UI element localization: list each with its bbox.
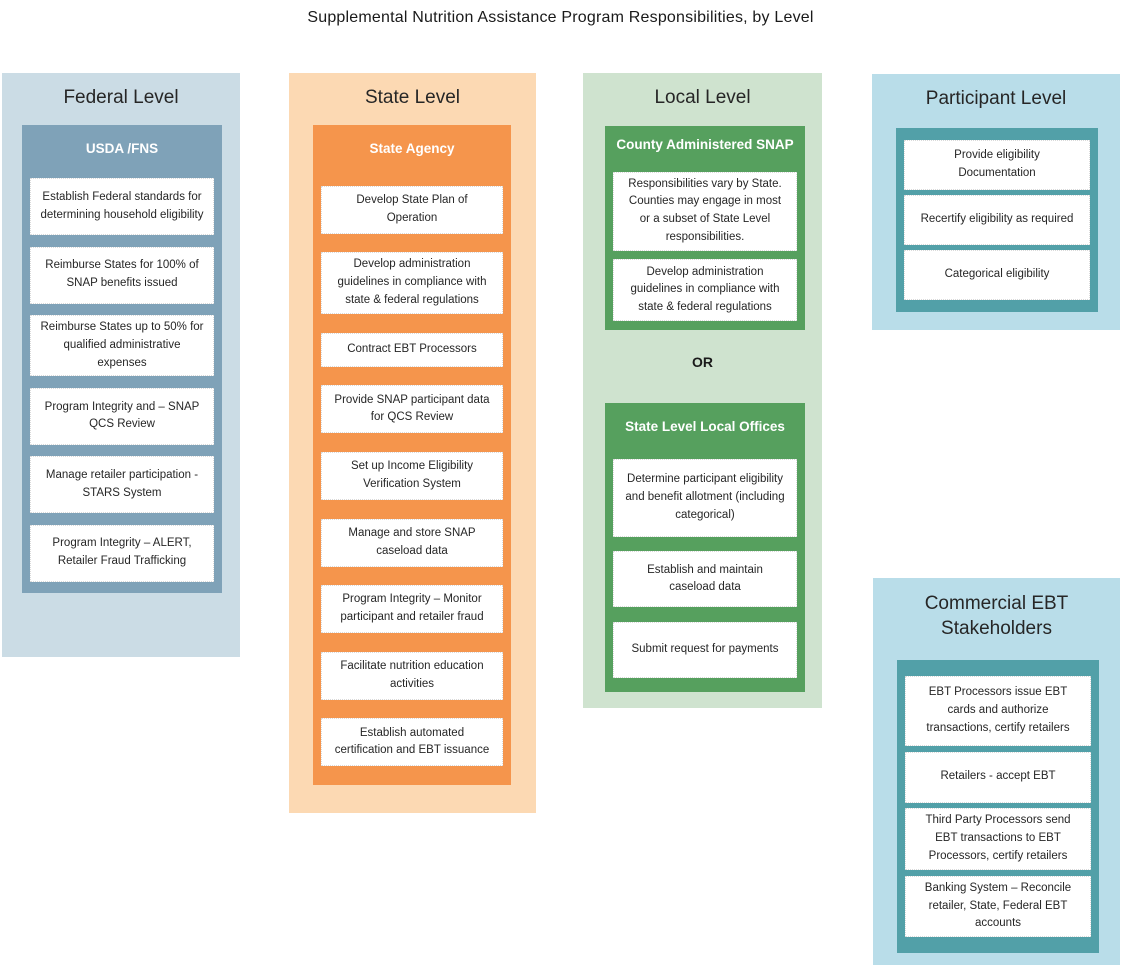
panel-local-level: Local Level County Administered SNAP Res… — [583, 73, 822, 708]
task-box: Establish and maintain caseload data — [613, 551, 797, 608]
task-box: Reimburse States for 100% of SNAP benefi… — [30, 246, 214, 304]
state-level-heading: State Level — [364, 87, 461, 108]
task-box: Facilitate nutrition education activitie… — [321, 651, 503, 700]
task-box: Reimburse States up to 50% for qualified… — [30, 315, 214, 377]
task-box: Establish Federal standards for determin… — [30, 178, 214, 236]
task-box: Program Integrity – Monitor participant … — [321, 585, 503, 634]
participant-level-heading: Participant Level — [925, 88, 1067, 109]
county-administered-snap-header: County Administered SNAP — [616, 137, 794, 152]
task-box: Provide eligibility Documentation — [904, 140, 1090, 190]
task-box: Contract EBT Processors — [321, 332, 503, 367]
federal-task-list: Establish Federal standards for determin… — [22, 167, 222, 593]
task-box: Establish automated certification and EB… — [321, 718, 503, 767]
task-box: Program Integrity – ALERT, Retailer Frau… — [30, 524, 214, 582]
group-usda-fns: USDA /FNS Establish Federal standards fo… — [22, 125, 222, 593]
task-box: Retailers - accept EBT — [905, 751, 1091, 803]
local-offices-task-list: Determine participant eligibility and be… — [605, 445, 805, 692]
commercial-task-list: EBT Processors issue EBT cards and autho… — [897, 660, 1099, 953]
diagram-title: Supplemental Nutrition Assistance Progra… — [307, 9, 814, 26]
task-box: Submit request for payments — [613, 621, 797, 678]
state-task-list: Develop State Plan of Operation Develop … — [313, 167, 511, 785]
task-box: EBT Processors issue EBT cards and autho… — [905, 675, 1091, 746]
group-county-administered-snap: County Administered SNAP Responsibilitie… — [605, 126, 805, 330]
task-box: Program Integrity and – SNAP QCS Review — [30, 387, 214, 445]
county-task-list: Responsibilities vary by State. Counties… — [605, 163, 805, 330]
task-box: Banking System – Reconcile retailer, Sta… — [905, 875, 1091, 938]
panel-commercial-ebt-stakeholders: Commercial EBT Stakeholders EBT Processo… — [873, 578, 1120, 965]
task-box: Recertify eligibility as required — [904, 195, 1090, 245]
panel-participant-level: Participant Level Provide eligibility Do… — [872, 74, 1120, 330]
task-box: Manage and store SNAP caseload data — [321, 518, 503, 567]
or-connector: OR — [692, 354, 713, 370]
task-box: Provide SNAP participant data for QCS Re… — [321, 385, 503, 434]
task-box: Develop administration guidelines in com… — [321, 252, 503, 315]
group-commercial-ebt: EBT Processors issue EBT cards and autho… — [897, 660, 1099, 953]
participant-task-list: Provide eligibility Documentation Recert… — [896, 128, 1098, 312]
task-box: Responsibilities vary by State. Counties… — [613, 171, 797, 251]
group-state-agency: State Agency Develop State Plan of Opera… — [313, 125, 511, 785]
task-box: Manage retailer participation - STARS Sy… — [30, 456, 214, 514]
task-box: Develop State Plan of Operation — [321, 185, 503, 234]
task-box: Categorical eligibility — [904, 250, 1090, 300]
state-agency-header: State Agency — [369, 141, 455, 156]
federal-level-heading: Federal Level — [63, 87, 179, 108]
panel-state-level: State Level State Agency Develop State P… — [289, 73, 536, 813]
group-state-level-local-offices: State Level Local Offices Determine part… — [605, 403, 805, 692]
task-box: Develop administration guidelines in com… — [613, 259, 797, 322]
state-level-local-offices-header: State Level Local Offices — [625, 419, 785, 434]
usda-fns-header: USDA /FNS — [85, 141, 159, 156]
task-box: Third Party Processors send EBT transact… — [905, 808, 1091, 870]
task-box: Set up Income Eligibility Verification S… — [321, 451, 503, 500]
task-box: Determine participant eligibility and be… — [613, 459, 797, 538]
commercial-ebt-stakeholders-heading: Commercial EBT Stakeholders — [924, 593, 1069, 639]
local-level-heading: Local Level — [654, 87, 751, 108]
group-participant: Provide eligibility Documentation Recert… — [896, 128, 1098, 312]
panel-federal-level: Federal Level USDA /FNS Establish Federa… — [2, 73, 240, 657]
